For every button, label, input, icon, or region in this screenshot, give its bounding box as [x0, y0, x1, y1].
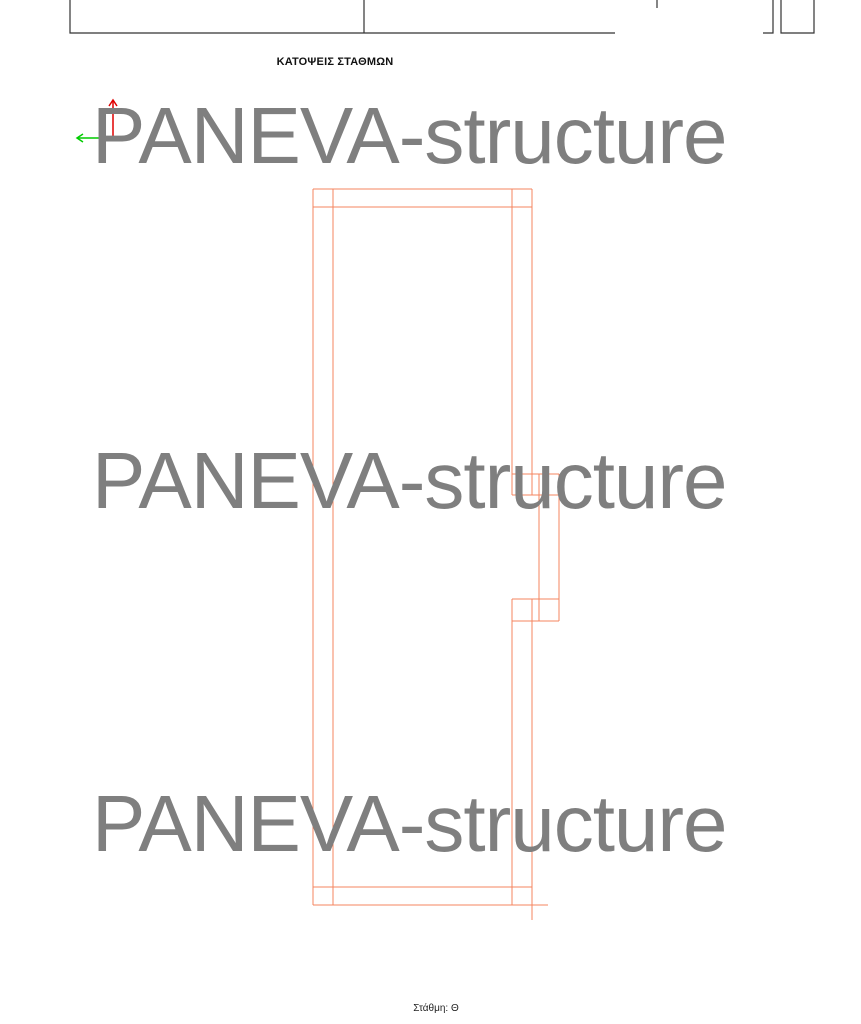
watermark-middle: PANEVA-structure [92, 436, 728, 525]
watermark-bottom: PANEVA-structure [92, 779, 728, 868]
floor-plan [312, 188, 560, 920]
page-title: ΚΑΤΟΨΕΙΣ ΣΤΑΘΜΩΝ [276, 56, 394, 68]
watermark-top: PANEVA-structure [92, 91, 728, 180]
axis-icon [75, 98, 118, 143]
level-caption: Στάθμη: Θ [413, 1003, 459, 1014]
title-block-frame [69, 0, 815, 34]
